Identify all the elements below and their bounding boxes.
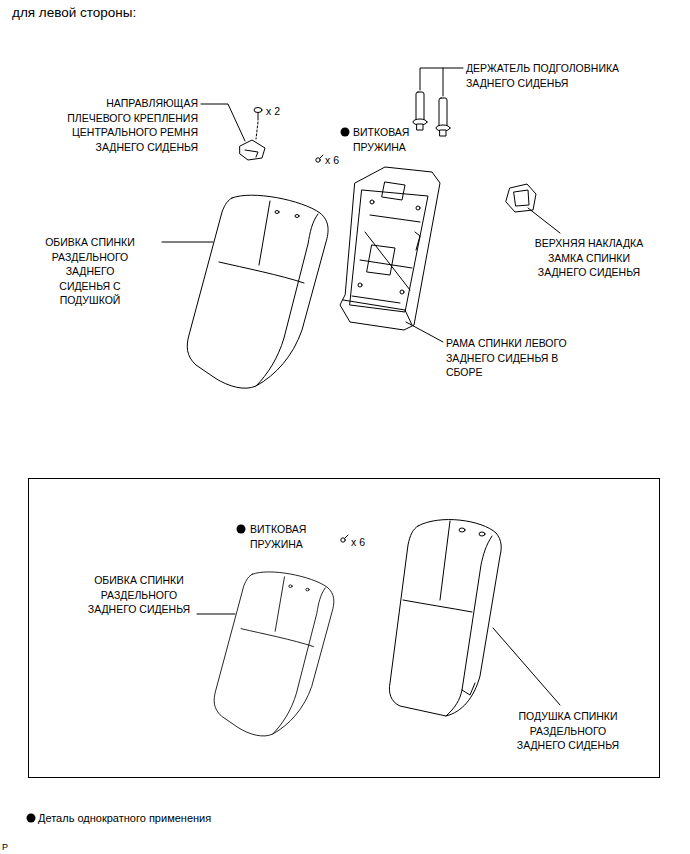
part-label: ВИТКОВАЯ ПРУЖИНА xyxy=(353,125,433,154)
leader-line xyxy=(406,322,443,342)
spring-icon xyxy=(316,155,348,542)
seatback-cover xyxy=(214,572,334,736)
quantity-label: x 2 xyxy=(266,104,280,119)
seatback-cover xyxy=(275,577,284,631)
seatback-frame xyxy=(370,215,420,222)
quantity-label: x 6 xyxy=(325,153,339,168)
seatback-cover xyxy=(259,201,270,265)
seatback-cover xyxy=(241,629,313,647)
seatback-frame xyxy=(340,167,440,330)
seatback-frame xyxy=(370,200,374,204)
seatback-cover xyxy=(275,211,279,214)
seatback-frame xyxy=(367,245,395,275)
seatback-pad xyxy=(403,600,472,612)
latch-cover xyxy=(514,190,529,206)
seatback-frame xyxy=(416,206,420,210)
belt-guide xyxy=(240,140,265,160)
headrest-support xyxy=(440,130,446,136)
seatback-frame xyxy=(343,300,412,325)
seatback-frame xyxy=(352,296,400,303)
latch-cover xyxy=(506,184,536,212)
part-label: ОБИВКА СПИНКИ РАЗДЕЛЬНОГО ЗАДНЕГО СИДЕНЬ… xyxy=(42,235,138,308)
seatback-pad xyxy=(462,683,475,695)
seatback-frame xyxy=(340,167,440,330)
part-label: ВИТКОВАЯ ПРУЖИНА xyxy=(250,522,330,551)
seatback-cover xyxy=(214,572,334,736)
quantity-label: x 6 xyxy=(351,535,365,550)
seatback-frame xyxy=(365,232,410,290)
part-label: ВЕРХНЯЯ НАКЛАДКА ЗАМКА СПИНКИ ЗАДНЕГО СИ… xyxy=(525,236,653,280)
seatback-pad xyxy=(479,532,485,536)
seatback-cover xyxy=(289,585,292,588)
spring-icon xyxy=(316,158,320,162)
spring-icon xyxy=(341,538,345,542)
one-time-use-dot xyxy=(27,128,350,823)
seatback-frame xyxy=(358,283,362,287)
belt-guide xyxy=(245,150,258,157)
seatback-pad xyxy=(389,520,501,716)
headrest-support xyxy=(417,124,423,130)
diagram-title: для левой стороны: xyxy=(12,6,136,21)
one-time-use-dot xyxy=(341,128,350,137)
part-label: ДЕРЖАТЕЛЬ ПОДГОЛОВНИКА ЗАДНЕГО СИДЕНЬЯ xyxy=(466,61,646,90)
seatback-pad xyxy=(446,536,492,716)
headrest-support xyxy=(416,92,424,122)
seatback-cover xyxy=(256,214,318,386)
parts-illustration xyxy=(162,68,560,736)
one-time-use-dot xyxy=(27,814,36,823)
inset-frame: ВИТКОВАЯ ПРУЖИНА x 6 ОБИВКА СПИНКИ РАЗДЕЛЬ… xyxy=(28,478,660,778)
seatback-cover xyxy=(187,195,328,388)
one-time-use-dot xyxy=(237,525,246,534)
leader-line xyxy=(197,614,235,615)
seatback-cover xyxy=(273,588,326,734)
part-label: НАПРАВЛЯЮЩАЯ ПЛЕЧЕВОГО КРЕПЛЕНИЯ ЦЕНТРАЛ… xyxy=(58,96,198,154)
seatback-frame xyxy=(415,232,420,250)
seatback-frame xyxy=(350,190,428,312)
seatback-pad xyxy=(459,528,465,532)
page-code: P xyxy=(2,840,8,854)
seatback-cover xyxy=(187,195,328,388)
leader-line xyxy=(201,104,245,141)
belt-guide xyxy=(256,122,258,139)
legend-text: Деталь однократного применения xyxy=(38,811,211,826)
part-label: ОБИВКА СПИНКИ РАЗДЕЛЬНОГО ЗАДНЕГО СИДЕНЬ… xyxy=(83,573,195,617)
leader-line xyxy=(197,614,560,705)
part-label: РАМА СПИНКИ ЛЕВОГО ЗАДНЕГО СИДЕНЬЯ В СБО… xyxy=(446,336,586,380)
leader-line xyxy=(162,104,560,342)
belt-guide xyxy=(258,113,259,121)
seatback-frame xyxy=(400,290,404,294)
seatback-pad xyxy=(389,520,501,716)
headrest-support xyxy=(420,68,463,96)
seatback-pad xyxy=(440,521,450,600)
leader-line xyxy=(162,242,213,243)
belt-guide xyxy=(240,108,265,161)
seatback-frame xyxy=(382,182,405,200)
part-label: ПОДУШКА СПИНКИ РАЗДЕЛЬНОГО ЗАДНЕГО СИДЕН… xyxy=(511,709,625,753)
spring-icon xyxy=(345,535,348,538)
belt-guide xyxy=(254,108,262,113)
seatback-cover xyxy=(219,262,304,283)
headrest-support xyxy=(413,68,463,136)
leader-line xyxy=(493,628,560,705)
latch-cover xyxy=(506,184,536,212)
seatback-cover xyxy=(306,588,309,591)
seatback-cover xyxy=(295,215,299,218)
headrest-support xyxy=(439,98,447,128)
leader-line xyxy=(528,208,560,233)
spring-icon xyxy=(320,155,323,158)
